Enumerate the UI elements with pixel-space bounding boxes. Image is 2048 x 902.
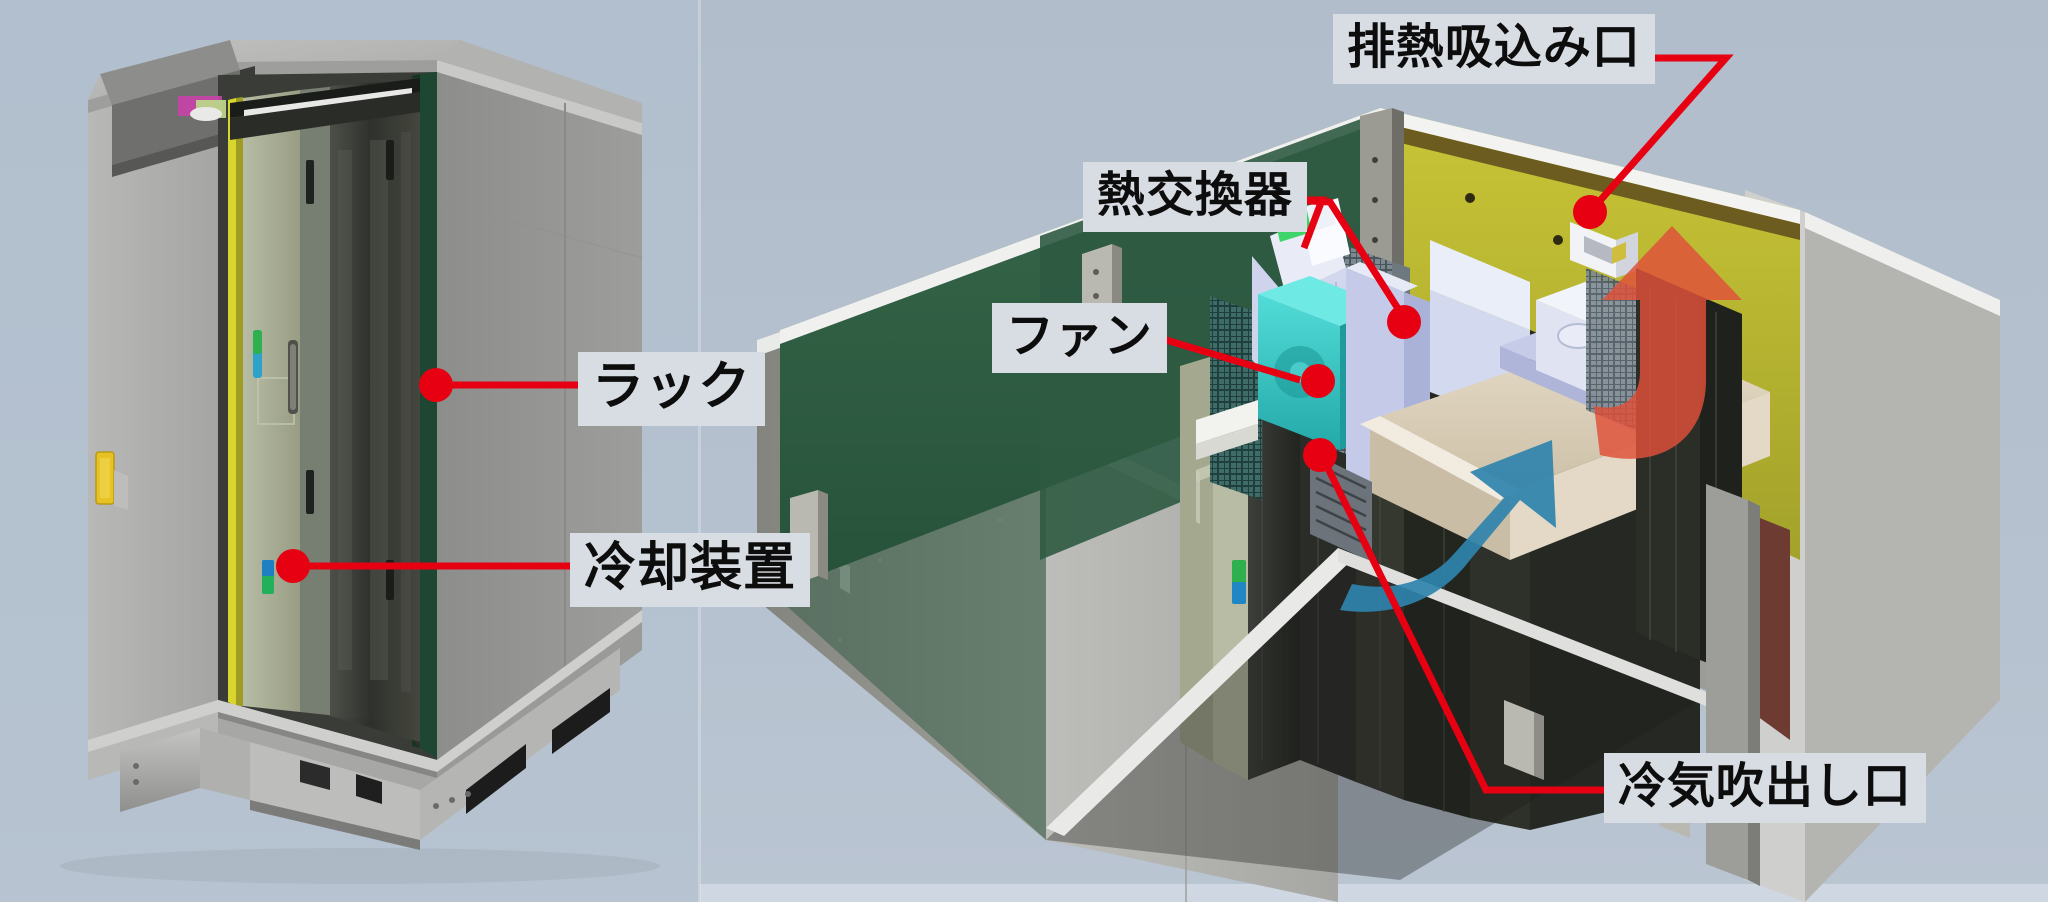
callout-label-cooling-device: 冷却装置 [570, 533, 811, 607]
callout-label-fan: ファン [992, 303, 1167, 373]
bottom-light-band [700, 884, 2048, 902]
callout-label-rack: ラック [578, 352, 766, 426]
callout-label-heat-exchanger: 熱交換器 [1083, 162, 1307, 232]
callout-label-cool-air-outlet: 冷気吹出し口 [1604, 753, 1926, 823]
callout-label-exhaust-intake: 排熱吸込み口 [1333, 14, 1655, 84]
panel-divider [698, 0, 701, 902]
